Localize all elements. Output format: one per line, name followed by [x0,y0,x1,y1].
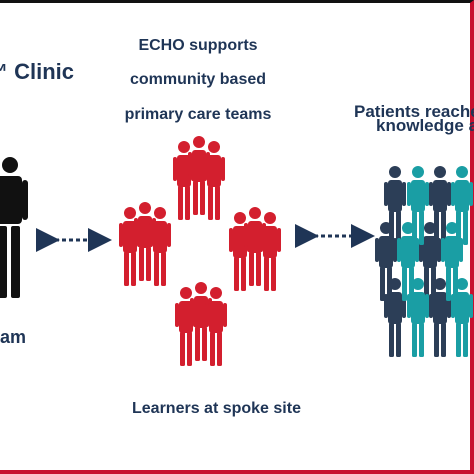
patients-caption-line-2: knowledge ar [376,116,474,135]
center-caption-line-1: ECHO supports [138,37,258,54]
hub-clinic-title: ™ Clinic [0,59,75,84]
center-caption-line-2: community based [129,71,267,88]
learner-group-top [173,136,225,220]
hub-team-label: eam [0,327,27,347]
spoke-site-label: Learners at spoke site [132,400,301,417]
center-caption-line-3: primary care teams [124,106,272,123]
hub-person-icon [0,157,28,298]
patients-caption-line-1: Patients reached [354,102,474,121]
patient-crowd [375,166,473,357]
learner-group-bottom [175,282,227,366]
learner-group-left [119,202,171,286]
learner-group-right [229,207,281,291]
